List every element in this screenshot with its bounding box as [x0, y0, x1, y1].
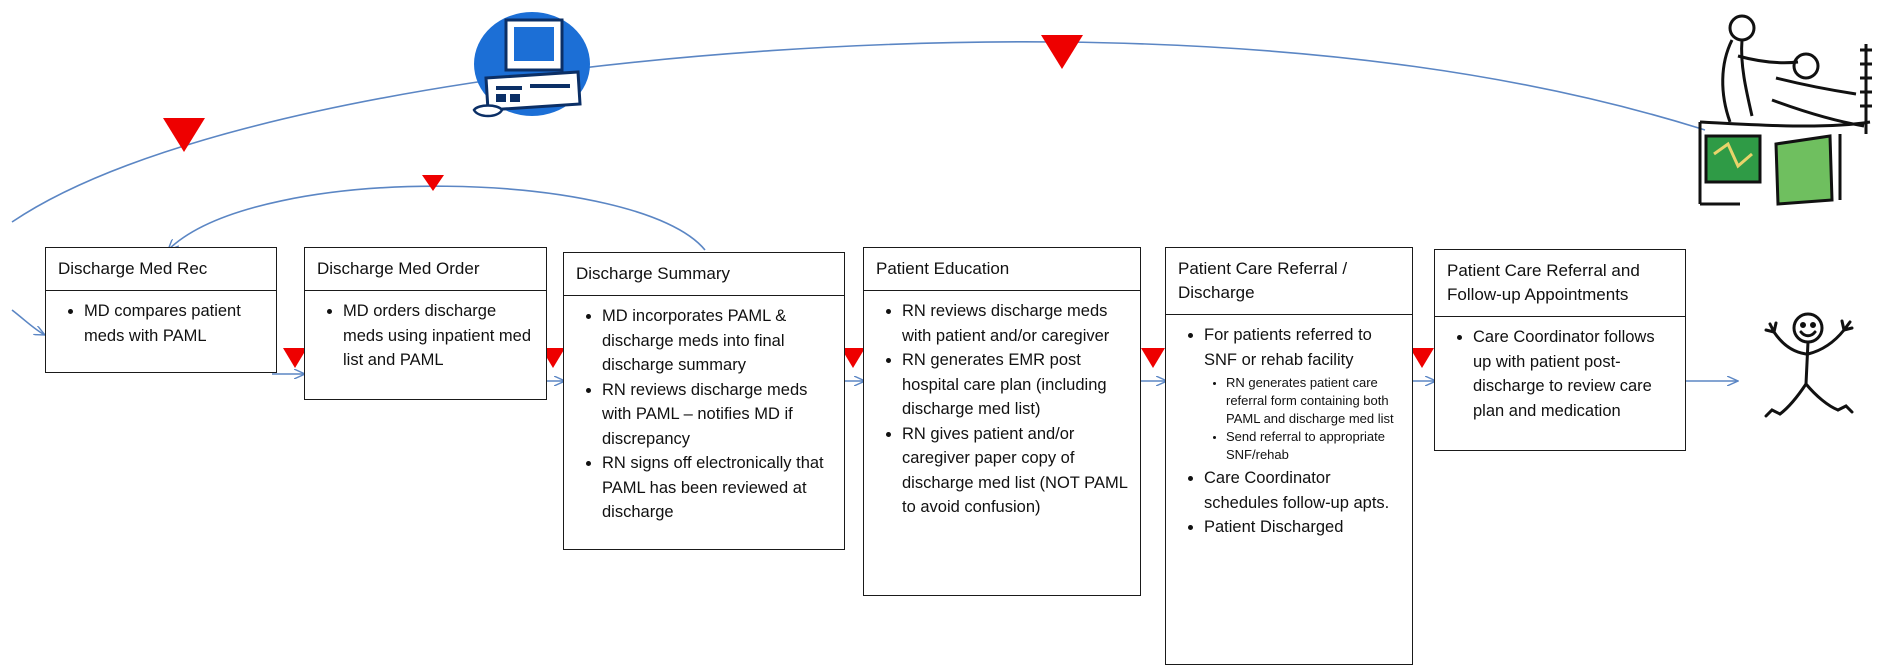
sub-list-item: RN generates patient care referral form …: [1226, 374, 1400, 428]
marker-step-3: [841, 348, 865, 368]
marker-step-1: [283, 348, 307, 368]
marker-step-4: [1141, 348, 1165, 368]
list-item: Care Coordinator schedules follow-up apt…: [1204, 466, 1404, 515]
list-item-text: For patients referred to SNF or rehab fa…: [1204, 326, 1372, 369]
list-item: Care Coordinator follows up with patient…: [1473, 325, 1677, 423]
list-item: For patients referred to SNF or rehab fa…: [1204, 323, 1404, 466]
step-patient-care-referral-discharge: Patient Care Referral / Discharge For pa…: [1165, 247, 1413, 665]
sub-list: RN generates patient care referral form …: [1204, 372, 1404, 466]
step-title: Discharge Med Rec: [46, 248, 276, 291]
marker-step-5: [1410, 348, 1434, 368]
step-discharge-med-rec: Discharge Med Rec MD compares patient me…: [45, 247, 277, 373]
stick-figure-icon: [1764, 312, 1854, 418]
list-item: MD orders discharge meds using inpatient…: [343, 299, 538, 373]
list-item: RN gives patient and/or caregiver paper …: [902, 422, 1132, 520]
list-item: Patient Discharged: [1204, 515, 1404, 540]
marker-step-2: [541, 348, 565, 368]
marker-inner-arc: [422, 175, 444, 191]
marker-outer-top: [1041, 35, 1083, 69]
computer-icon: [472, 12, 590, 118]
step-items: MD compares patient meds with PAML: [46, 291, 276, 354]
list-item: RN generates EMR post hospital care plan…: [902, 348, 1132, 422]
hospital-bed-icon: [1698, 14, 1872, 206]
step-title: Patient Care Referral / Discharge: [1166, 248, 1412, 315]
step-discharge-summary: Discharge Summary MD incorporates PAML &…: [563, 252, 845, 550]
list-item: RN signs off electronically that PAML ha…: [602, 451, 836, 525]
step-items: RN reviews discharge meds with patient a…: [864, 291, 1140, 526]
step-title: Discharge Summary: [564, 253, 844, 296]
step-items: MD orders discharge meds using inpatient…: [305, 291, 546, 379]
step-patient-education: Patient Education RN reviews discharge m…: [863, 247, 1141, 596]
step-items: For patients referred to SNF or rehab fa…: [1166, 315, 1412, 546]
outer-feedback-arc: [11, 41, 1706, 223]
list-item: MD incorporates PAML & discharge meds in…: [602, 304, 836, 378]
list-item: MD compares patient meds with PAML: [84, 299, 268, 348]
step-items: Care Coordinator follows up with patient…: [1435, 317, 1685, 429]
step-items: MD incorporates PAML & discharge meds in…: [564, 296, 844, 531]
step-discharge-med-order: Discharge Med Order MD orders discharge …: [304, 247, 547, 400]
step-title: Patient Education: [864, 248, 1140, 291]
list-item: RN reviews discharge meds with PAML – no…: [602, 378, 836, 452]
sub-list-item: Send referral to appropriate SNF/rehab: [1226, 428, 1400, 464]
inner-feedback-arc: [168, 185, 706, 250]
step-follow-up-appointments: Patient Care Referral and Follow-up Appo…: [1434, 249, 1686, 451]
step-title: Patient Care Referral and Follow-up Appo…: [1435, 250, 1685, 317]
marker-outer-left: [163, 118, 205, 152]
step-title: Discharge Med Order: [305, 248, 546, 291]
list-item: RN reviews discharge meds with patient a…: [902, 299, 1132, 348]
incoming-arrow: [11, 309, 45, 335]
